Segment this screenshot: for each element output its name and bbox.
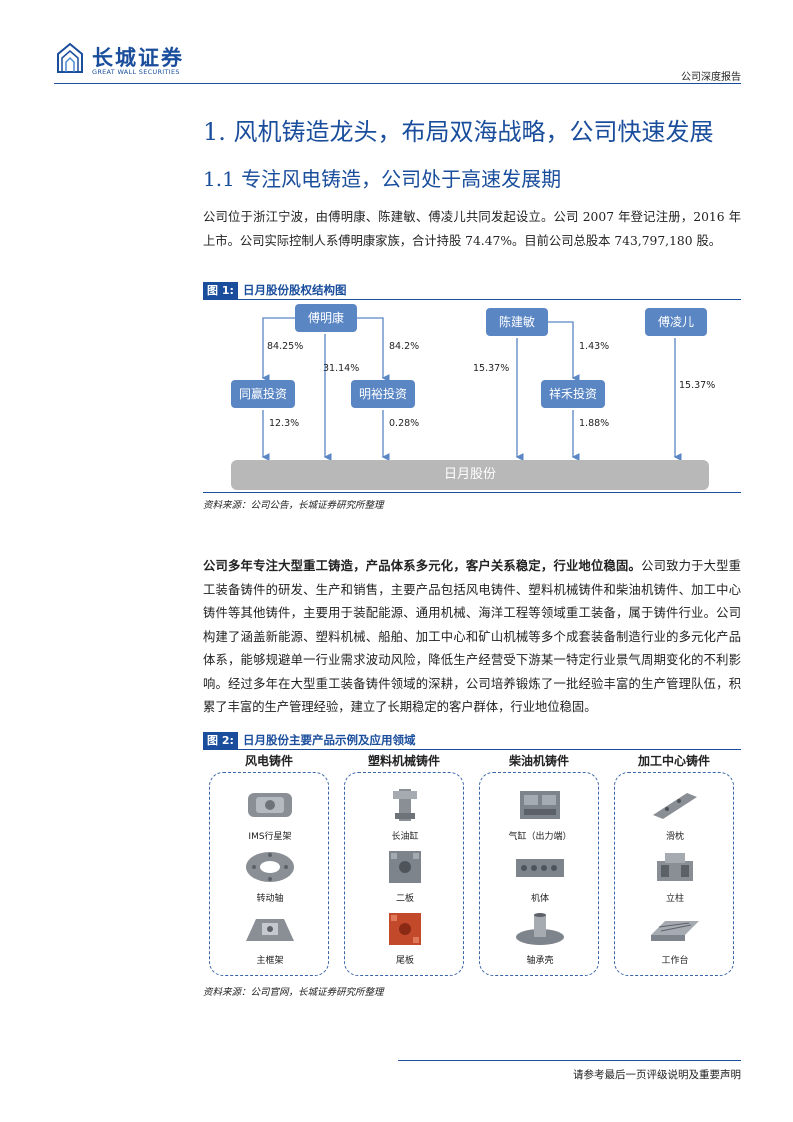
pct-fu-tongying: 84.25% bbox=[267, 341, 304, 352]
second-plate-icon bbox=[389, 851, 421, 883]
pct-chen-xianghe: 1.43% bbox=[579, 341, 610, 352]
column-icon bbox=[657, 853, 693, 881]
column-box: IMS行星架 转动轴 主框架 bbox=[209, 772, 329, 976]
node-tongying: 同赢投资 bbox=[231, 380, 295, 408]
main-frame-icon bbox=[246, 919, 294, 941]
business-lead: 公司多年专注大型重工铸造，产品体系多元化，客户关系稳定，行业地位稳固。 bbox=[203, 558, 642, 573]
figure1-title: 日月股份股权结构图 bbox=[243, 283, 347, 297]
tail-plate-icon bbox=[389, 913, 421, 945]
product-item: 轴承壳 bbox=[480, 911, 600, 966]
figure2-title: 日月股份主要产品示例及应用领域 bbox=[243, 733, 416, 747]
product-column-machining: 加工中心铸件 滑枕 立柱 工作台 bbox=[612, 752, 736, 978]
worktable-icon bbox=[651, 921, 699, 941]
node-chen-jianmin: 陈建敏 bbox=[486, 308, 548, 336]
product-column-diesel: 柴油机铸件 气缸（出力端） 机体 轴承壳 bbox=[477, 752, 601, 978]
product-item: 气缸（出力端） bbox=[480, 787, 600, 842]
pct-fu-company: 31.14% bbox=[323, 363, 360, 374]
figure1-caption: 图 1: 日月股份股权结构图 bbox=[203, 282, 741, 300]
footer-divider bbox=[398, 1060, 741, 1061]
pct-mingyu-company: 0.28% bbox=[389, 418, 420, 429]
business-body: 公司致力于大型重工装备铸件的研发、生产和销售，主要产品包括风电铸件、塑料机械铸件… bbox=[203, 559, 741, 714]
figure2-source: 资料来源：公司官网，长城证券研究所整理 bbox=[203, 987, 384, 998]
brand-name-en: GREAT WALL SECURITIES bbox=[92, 68, 180, 76]
planet-carrier-icon bbox=[248, 793, 292, 817]
column-title: 塑料机械铸件 bbox=[367, 754, 440, 768]
figure1-tag: 图 1: bbox=[203, 282, 238, 299]
pct-xianghe-company: 1.88% bbox=[579, 418, 610, 429]
node-mingyu: 明裕投资 bbox=[351, 380, 415, 408]
brand-name-cn: 长城证券 bbox=[92, 46, 184, 70]
brand-logo: 长城证券 GREAT WALL SECURITIES bbox=[54, 42, 194, 78]
product-column-plastic: 塑料机械铸件 长油缸 二板 尾板 bbox=[342, 752, 466, 978]
business-paragraph: 公司多年专注大型重工铸造，产品体系多元化，客户关系稳定，行业地位稳固。公司致力于… bbox=[203, 554, 741, 720]
pct-fu-mingyu: 84.2% bbox=[389, 341, 420, 352]
product-item: 工作台 bbox=[615, 911, 735, 966]
column-box: 长油缸 二板 尾板 bbox=[344, 772, 464, 976]
engine-body-icon bbox=[516, 859, 564, 877]
product-item: 长油缸 bbox=[345, 787, 465, 842]
pct-fuling-company: 15.37% bbox=[679, 380, 716, 391]
product-column-wind: 风电铸件 IMS行星架 转动轴 主框架 bbox=[207, 752, 331, 978]
node-fu-mingkang: 傅明康 bbox=[295, 304, 357, 332]
great-wall-logo-icon bbox=[57, 42, 83, 73]
column-title: 加工中心铸件 bbox=[637, 754, 710, 768]
bearing-housing-icon bbox=[516, 913, 564, 945]
equity-connectors bbox=[261, 317, 682, 461]
product-item: 滑枕 bbox=[615, 787, 735, 842]
section-heading-1-1: 1.1 专注风电铸造，公司处于高速发展期 bbox=[203, 167, 562, 191]
long-cylinder-icon bbox=[393, 789, 417, 821]
shaft-ring-icon bbox=[246, 852, 294, 882]
footer-disclaimer: 请参考最后一页评级说明及重要声明 bbox=[573, 1069, 741, 1081]
header-divider bbox=[54, 83, 741, 84]
column-box: 滑枕 立柱 工作台 bbox=[614, 772, 734, 976]
node-xianghe: 祥禾投资 bbox=[541, 380, 605, 408]
section-heading-1: 1. 风机铸造龙头，布局双海战略，公司快速发展 bbox=[203, 118, 714, 146]
report-type: 公司深度报告 bbox=[681, 72, 741, 83]
product-item: 机体 bbox=[480, 849, 600, 904]
figure2-tag: 图 2: bbox=[203, 732, 238, 749]
node-fu-linger: 傅凌儿 bbox=[645, 308, 707, 336]
column-title: 柴油机铸件 bbox=[508, 754, 569, 768]
pct-chen-company: 15.37% bbox=[473, 363, 510, 374]
ram-icon bbox=[653, 793, 697, 819]
intro-paragraph: 公司位于浙江宁波，由傅明康、陈建敏、傅凌儿共同发起设立。公司 2007 年登记注… bbox=[203, 210, 741, 248]
node-company: 日月股份 bbox=[231, 460, 709, 490]
column-box: 气缸（出力端） 机体 轴承壳 bbox=[479, 772, 599, 976]
figure1-source: 资料来源：公司公告，长城证券研究所整理 bbox=[203, 500, 384, 511]
product-item: IMS行星架 bbox=[210, 787, 330, 842]
product-item: 立柱 bbox=[615, 849, 735, 904]
product-item: 二板 bbox=[345, 849, 465, 904]
column-title: 风电铸件 bbox=[244, 754, 293, 768]
product-item: 尾板 bbox=[345, 911, 465, 966]
equity-structure-diagram: 傅明康 陈建敏 傅凌儿 同赢投资 明裕投资 祥禾投资 日月股份 84.25% 3… bbox=[203, 300, 741, 492]
pct-tongying-company: 12.3% bbox=[269, 418, 300, 429]
products-figure: 风电铸件 IMS行星架 转动轴 主框架 塑料机械铸件 长油缸 bbox=[203, 752, 741, 978]
product-item: 主框架 bbox=[210, 911, 330, 966]
figure2-caption: 图 2: 日月股份主要产品示例及应用领域 bbox=[203, 732, 741, 750]
cylinder-block-icon bbox=[520, 791, 560, 819]
product-item: 转动轴 bbox=[210, 849, 330, 904]
figure1-bottom-rule bbox=[203, 492, 741, 493]
